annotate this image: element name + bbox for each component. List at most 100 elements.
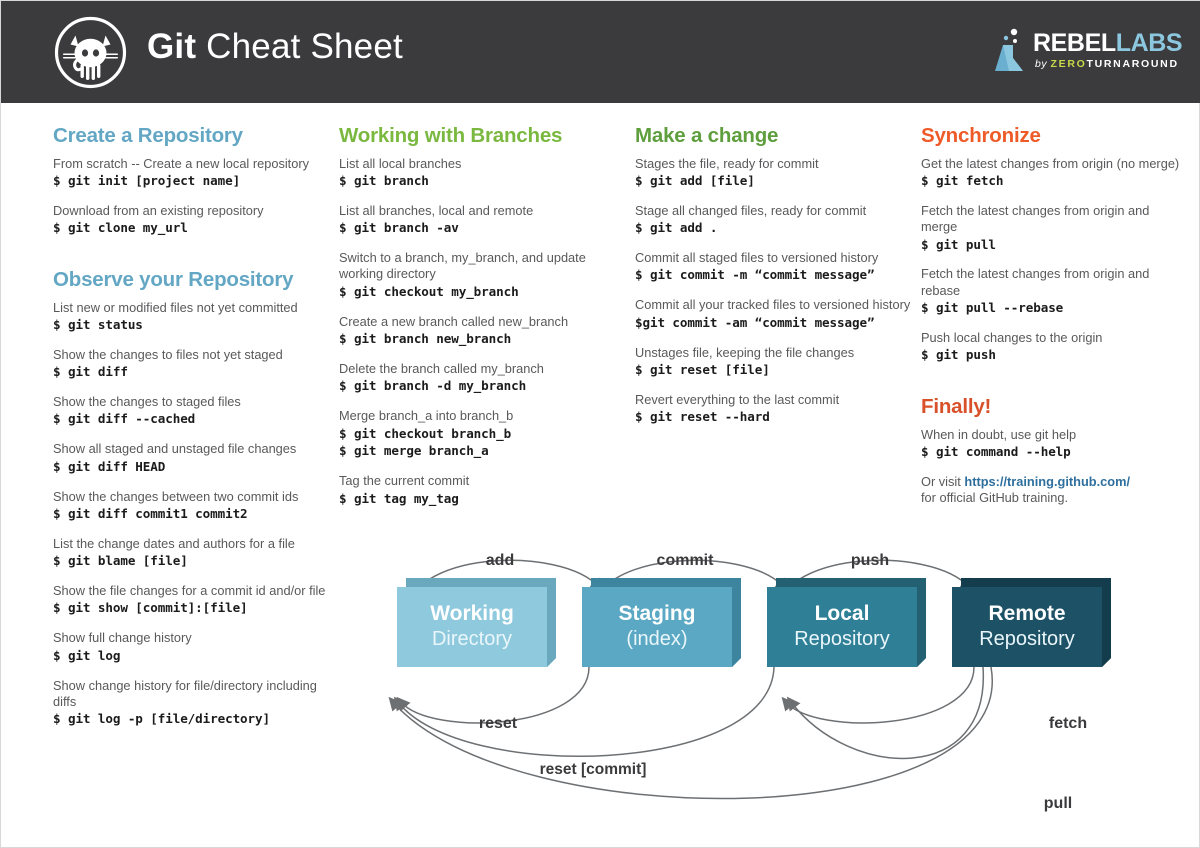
diagram-box-local-repository[interactable] [767,578,926,667]
rebellabs-by: by [1035,58,1051,70]
command-item: Show the file changes for a commit id an… [53,583,333,617]
arrow-label-add: add [486,552,514,569]
command-description: Revert everything to the last commit [635,391,840,407]
arrow-label-reset: reset [479,715,518,732]
section-heading-create-a-repository: Create a Repository [53,124,243,147]
command-item: Show the changes between two commit ids$… [53,489,333,523]
command-item: Unstages file, keeping the file changes$… [635,345,927,379]
command-item: Show full change history$ git log [53,630,333,664]
command-description: Show the changes to staged files [53,394,241,410]
command-item: Fetch the latest changes from origin and… [921,266,1181,317]
command-line[interactable]: $ git command --help [921,444,1071,460]
command-item: Revert everything to the last commit $ gi… [635,392,927,426]
command-line[interactable]: $ git diff HEAD [53,458,166,474]
command-line[interactable]: $ git diff [53,364,128,380]
diagram-box-remote-repository[interactable] [952,578,1111,667]
diagram-box-working-directory[interactable] [397,578,556,667]
command-line[interactable]: $ git log [53,647,121,663]
command-item: Show all staged and unstaged file change… [53,441,333,475]
arrow-reset-commit [393,666,775,758]
command-item: Show change history for file/directory i… [53,678,333,729]
command-line[interactable]: $ git pull --rebase [921,300,1064,316]
command-item: Switch to a branch, my_branch, and updat… [339,250,629,301]
diagram-box-subtitle: Repository [979,628,1075,650]
arrow-label-fetch: fetch [1049,715,1087,732]
command-item: Create a new branch called new_branch $ g… [339,314,629,348]
command-line[interactable]: $ git commit -m “commit message” [635,267,875,283]
command-item: Show the changes to files not yet staged… [53,347,333,381]
command-description: Stage all changed files, ready for commi… [635,202,867,218]
github-training-link[interactable]: https://training.github.com/ [964,474,1131,490]
command-line[interactable]: $ git branch [339,172,429,188]
command-line[interactable]: $git commit -am “commit message” [635,314,875,330]
command-item: Download from an existing repository$ gi… [53,203,333,237]
command-description: List new or modified files not yet commi… [53,299,298,315]
rebellabs-tagline: by ZEROTURNAROUND [1035,58,1179,70]
command-line[interactable]: $ git clone my_url [53,220,188,236]
footer-pre-text: Or visit [921,474,965,490]
page-header: Git Cheat Sheet REBELLABS by ZEROTURNARO… [1,1,1200,103]
command-line[interactable]: $ git add . [635,220,718,236]
command-description: Push local changes to the origin [921,330,1103,346]
command-line[interactable]: $ git merge branch_a [339,443,489,459]
rebellabs-logo[interactable]: REBELLABS by ZEROTURNAROUND [989,25,1183,79]
command-description: Show change history for file/directory i… [53,677,317,709]
command-description: Fetch the latest changes from origin and… [921,266,1150,298]
command-line[interactable]: $ git status [53,316,143,332]
command-line[interactable]: $ git branch -d my_branch [339,378,527,394]
command-line[interactable]: $ git push [921,347,996,363]
arrow-remote-to-working [388,666,993,800]
command-line[interactable]: $ git tag my_tag [339,490,459,506]
command-description: Show all staged and unstaged file change… [53,441,297,457]
diagram-box-subtitle: (index) [626,628,687,650]
command-item: List all local branches$ git branch [339,156,629,190]
command-item: Merge branch_a into branch_b$ git checko… [339,408,629,460]
command-line[interactable]: $ git pull [921,236,996,252]
command-line[interactable]: $ git show [commit]:[file] [53,600,248,616]
command-line[interactable]: $ git log -p [file/directory] [53,711,270,727]
command-line[interactable]: $ git init [project name] [53,172,241,188]
diagram-box-staging-index[interactable] [582,578,741,667]
command-line[interactable]: $ git diff --cached [53,411,196,427]
section-heading-synchronize: Synchronize [921,124,1041,147]
command-line[interactable]: $ git checkout my_branch [339,283,519,299]
command-item: List new or modified files not yet commi… [53,300,333,334]
command-line[interactable]: $ git checkout branch_b [339,425,512,441]
command-line[interactable]: $ git branch new_branch [339,331,512,347]
command-line[interactable]: $ git diff commit1 commit2 [53,505,248,521]
command-line[interactable]: $ git reset [file] [635,361,770,377]
rebellabs-wordmark: REBELLABS [1033,29,1183,57]
command-item: Delete the branch called my_branch $ git … [339,361,629,395]
command-description: List all local branches [339,155,462,171]
diagram-box-title: Working [430,602,514,625]
command-description: Create a new branch called new_branch [339,313,569,329]
diagram-box-title: Remote [988,602,1065,625]
command-line[interactable]: $ git add [file] [635,172,755,188]
command-line[interactable]: $ git reset --hard [635,409,770,425]
command-item: Tag the current commit$ git tag my_tag [339,473,629,507]
page-title-bold: Git [147,27,197,66]
rebellabs-zero: ZERO [1050,58,1087,70]
section-heading-working-with-branches: Working with Branches [339,124,563,147]
arrow-reset [396,666,590,724]
command-item: List the change dates and authors for a … [53,536,333,570]
command-description: Commit all staged files to versioned his… [635,250,879,266]
command-description: List the change dates and authors for a … [53,535,295,551]
rebellabs-labs: LABS [1115,29,1183,57]
command-line[interactable]: $ git fetch [921,172,1004,188]
command-description: Show the file changes for a commit id an… [53,583,326,599]
command-description: Delete the branch called my_branch [339,360,544,376]
github-octocat-icon [53,15,128,90]
diagram-box-subtitle: Directory [432,628,512,650]
command-item: Commit all staged files to versioned his… [635,250,927,284]
diagram-box-title: Local [815,602,870,625]
command-line[interactable]: $ git branch -av [339,220,459,236]
command-description: Tag the current commit [339,473,470,489]
command-line[interactable]: $ git blame [file] [53,553,188,569]
command-item: Commit all your tracked files to version… [635,297,927,331]
section-heading-make-a-change: Make a change [635,124,779,147]
